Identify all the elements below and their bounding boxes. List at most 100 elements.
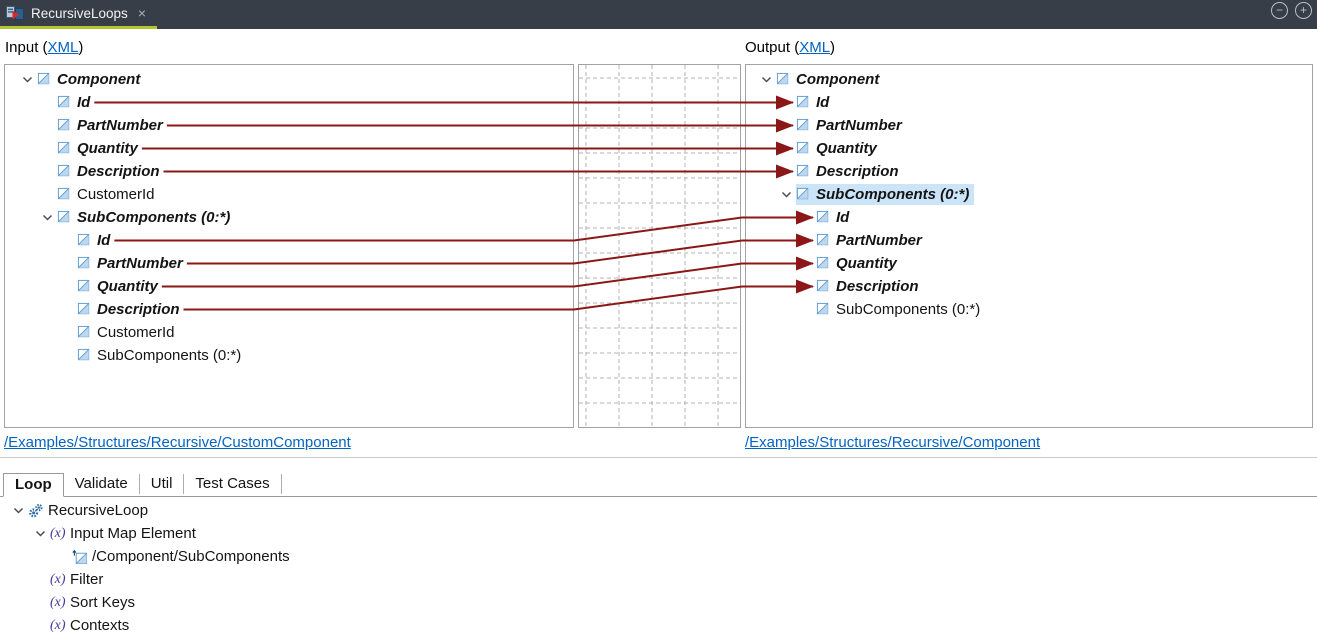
tree-item-out-sub-partnumber[interactable]: PartNumber: [746, 229, 1312, 252]
xml-element-icon: [77, 256, 92, 271]
tree-item-label: PartNumber: [836, 232, 922, 249]
tree-item-input-map-element[interactable]: (x) Input Map Element: [0, 522, 1317, 545]
tree-item-label: Input Map Element: [70, 525, 196, 542]
tree-item-in-component[interactable]: Component: [5, 68, 573, 91]
tree-item-content: /Component/SubComponents: [72, 546, 290, 567]
selected-tree-item: SubComponents (0:*): [796, 184, 975, 205]
tree-item-content: Description: [796, 161, 899, 182]
tree-item-content: Component: [776, 69, 879, 90]
tree-item-label: SubComponents (0:*): [816, 186, 970, 203]
tree-item-label: Description: [97, 301, 180, 318]
output-header-prefix: Output (: [745, 39, 800, 56]
tree-item-in-subcomponents[interactable]: SubComponents (0:*): [5, 206, 573, 229]
tree-item-contexts[interactable]: (x)Contexts: [0, 614, 1317, 637]
tab-loop[interactable]: Loop: [3, 473, 64, 497]
chevron-down-icon[interactable]: [30, 528, 50, 539]
tree-item-in-sub-quantity[interactable]: Quantity: [5, 275, 573, 298]
chevron-down-icon[interactable]: [776, 189, 796, 200]
tab-test-cases[interactable]: Test Cases: [184, 474, 282, 494]
loop-gears-icon: [28, 503, 43, 518]
tree-item-label: SubComponents (0:*): [97, 347, 242, 364]
tree-item-content: Quantity: [77, 276, 158, 297]
zoom-out-icon[interactable]: −: [1271, 2, 1288, 19]
loop-properties-tree: RecursiveLoop (x) Input Map Element/Compon…: [0, 499, 1317, 637]
tree-item-in-sub-partnumber[interactable]: PartNumber: [5, 252, 573, 275]
tree-item-recursiveloop[interactable]: RecursiveLoop: [0, 499, 1317, 522]
xml-element-icon: [57, 141, 72, 156]
tree-item-in-sub-id[interactable]: Id: [5, 229, 573, 252]
tree-item-out-sub-quantity[interactable]: Quantity: [746, 252, 1312, 275]
tree-item-label: Description: [836, 278, 919, 295]
tab-util[interactable]: Util: [140, 474, 185, 494]
input-source-path-link[interactable]: /Examples/Structures/Recursive/CustomCom…: [4, 434, 351, 451]
tree-item-label: Description: [77, 163, 160, 180]
input-xml-link[interactable]: XML: [47, 39, 79, 56]
chevron-down-icon[interactable]: [8, 505, 28, 516]
xml-element-icon: [57, 210, 72, 225]
expression-icon: (x): [50, 572, 66, 587]
tree-item-in-sub-subcomponents[interactable]: SubComponents (0:*): [5, 344, 573, 367]
mapping-grid: [579, 65, 740, 427]
tree-item-label: Component: [57, 71, 141, 88]
tree-item-label: Sort Keys: [70, 594, 136, 611]
tree-item-content: Quantity: [57, 138, 138, 159]
tree-item-content: Id: [816, 207, 849, 228]
tree-item-content: (x)Sort Keys: [50, 592, 135, 613]
document-tab-bar: RecursiveLoops × − +: [0, 0, 1317, 29]
xml-element-icon: [796, 164, 811, 179]
tree-item-out-sub-subcomponents[interactable]: SubComponents (0:*): [746, 298, 1312, 321]
tree-item-label: Contexts: [70, 617, 130, 634]
input-header-suffix: ): [78, 39, 84, 56]
output-source-path-link[interactable]: /Examples/Structures/Recursive/Component: [745, 434, 1041, 451]
tree-item-in-sub-description[interactable]: Description: [5, 298, 573, 321]
tree-item-out-description[interactable]: Description: [746, 160, 1312, 183]
horizontal-splitter[interactable]: [0, 457, 1317, 458]
xml-element-icon: [776, 72, 791, 87]
tree-item-filter[interactable]: (x)Filter: [0, 568, 1317, 591]
xml-element-icon: [816, 256, 831, 271]
tree-item-content: PartNumber: [77, 253, 183, 274]
input-header-prefix: Input (: [5, 39, 48, 56]
tree-item-in-description[interactable]: Description: [5, 160, 573, 183]
tree-item-out-component[interactable]: Component: [746, 68, 1312, 91]
xml-element-icon: [57, 164, 72, 179]
zoom-in-icon[interactable]: +: [1295, 2, 1312, 19]
tree-item-in-partnumber[interactable]: PartNumber: [5, 114, 573, 137]
tree-item-out-sub-id[interactable]: Id: [746, 206, 1312, 229]
output-header: Output (XML): [745, 39, 835, 56]
document-tab-recursiveloops[interactable]: RecursiveLoops ×: [0, 0, 157, 26]
tree-item-in-sub-customerid[interactable]: CustomerId: [5, 321, 573, 344]
tree-item-content: RecursiveLoop: [28, 500, 148, 521]
xml-element-icon: [816, 233, 831, 248]
chevron-down-icon[interactable]: [756, 74, 776, 85]
tree-item-label: RecursiveLoop: [48, 502, 149, 519]
tree-item-label: Quantity: [77, 140, 138, 157]
tree-item-sort-keys[interactable]: (x)Sort Keys: [0, 591, 1317, 614]
tree-item-in-customerid[interactable]: CustomerId: [5, 183, 573, 206]
tab-validate[interactable]: Validate: [64, 474, 140, 494]
close-icon[interactable]: ×: [137, 5, 146, 21]
expression-icon: (x): [50, 526, 66, 541]
xml-element-icon: [77, 279, 92, 294]
mapping-grid-panel: [578, 64, 741, 428]
tree-item-content: Description: [816, 276, 919, 297]
chevron-down-icon[interactable]: [17, 74, 37, 85]
xml-element-icon: [816, 302, 831, 317]
tree-item-content: PartNumber: [796, 115, 902, 136]
tree-item-out-sub-description[interactable]: Description: [746, 275, 1312, 298]
chevron-down-icon[interactable]: [37, 212, 57, 223]
tree-item-in-quantity[interactable]: Quantity: [5, 137, 573, 160]
tree-item-out-id[interactable]: Id: [746, 91, 1312, 114]
tree-item-out-partnumber[interactable]: PartNumber: [746, 114, 1312, 137]
tree-item-out-quantity[interactable]: Quantity: [746, 137, 1312, 160]
tree-item-content: Description: [57, 161, 160, 182]
output-xml-link[interactable]: XML: [799, 39, 831, 56]
xml-element-icon: [57, 118, 72, 133]
tree-item-label: PartNumber: [77, 117, 163, 134]
tree-item-label: SubComponents (0:*): [77, 209, 231, 226]
tree-item-label: PartNumber: [816, 117, 902, 134]
tree-item-in-id[interactable]: Id: [5, 91, 573, 114]
tree-item-out-subcomponents[interactable]: SubComponents (0:*): [746, 183, 1312, 206]
tree-item-component-subcomponents[interactable]: /Component/SubComponents: [0, 545, 1317, 568]
